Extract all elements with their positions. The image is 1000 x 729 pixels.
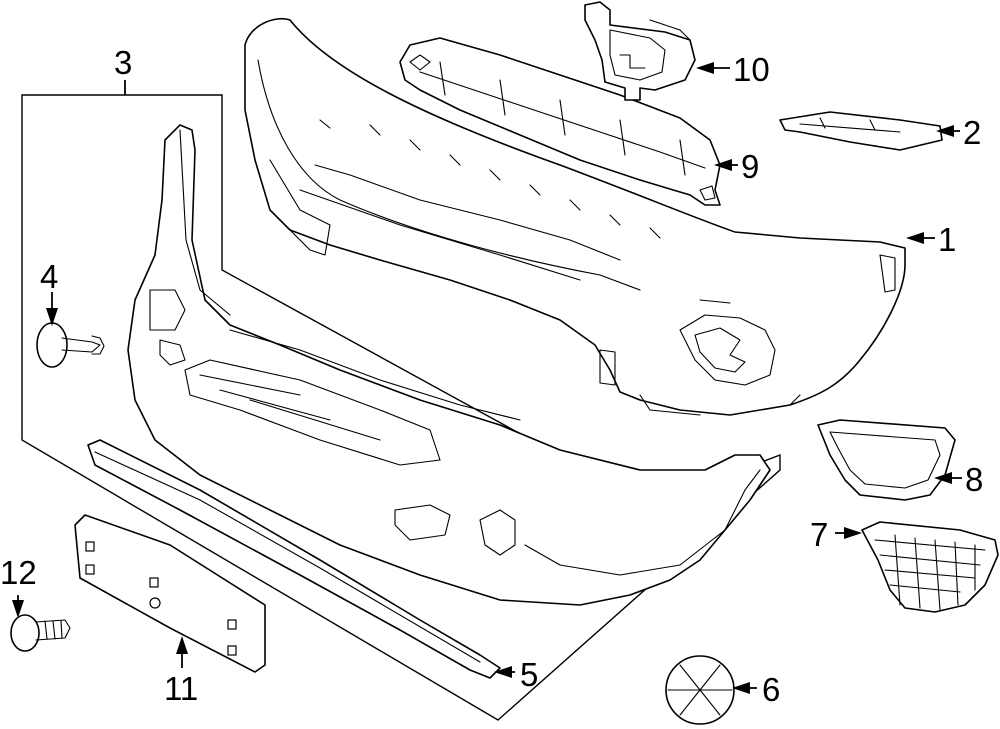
part-1-bumper-carrier bbox=[244, 18, 906, 416]
part-4-tow-cap bbox=[36, 322, 105, 368]
part-7-grille-insert bbox=[861, 521, 999, 613]
callout-1: 1 bbox=[938, 221, 956, 258]
callout-6: 6 bbox=[762, 671, 780, 708]
part-12-screw bbox=[10, 614, 71, 652]
callout-3: 3 bbox=[114, 44, 132, 81]
callout-11: 11 bbox=[164, 670, 198, 707]
callout-7: 7 bbox=[810, 516, 828, 553]
part-5-trim-strip bbox=[87, 439, 501, 679]
part-10-sensor-bracket bbox=[584, 1, 696, 101]
part-11-plate-bracket bbox=[74, 514, 266, 673]
part-2-bracket bbox=[779, 111, 943, 151]
callout-9: 9 bbox=[741, 148, 759, 185]
callout-12: 12 bbox=[0, 554, 37, 591]
part-9-grille-support bbox=[399, 37, 721, 206]
callout-8: 8 bbox=[965, 461, 983, 498]
part-8-fog-bezel bbox=[817, 419, 956, 501]
callout-5: 5 bbox=[520, 656, 538, 693]
assembly-box-3 bbox=[21, 94, 781, 721]
part-3-bumper-cover bbox=[127, 124, 771, 606]
part-6-emblem bbox=[665, 655, 735, 725]
callout-10: 10 bbox=[733, 51, 770, 88]
callout-2: 2 bbox=[963, 114, 981, 151]
leaders bbox=[12, 62, 962, 694]
callout-4: 4 bbox=[40, 258, 58, 295]
